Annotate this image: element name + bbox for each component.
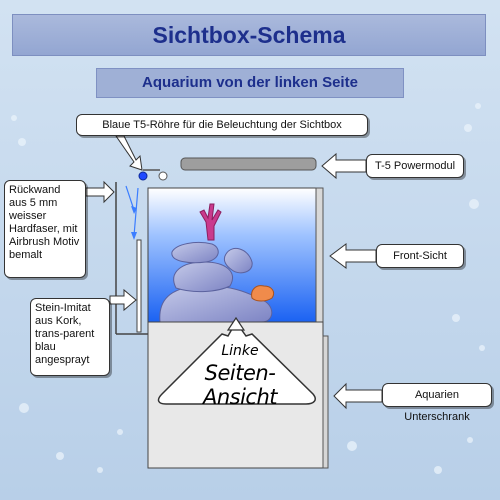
rueckwand-panel [115, 182, 148, 335]
coral-decoration [199, 203, 222, 241]
seitenansicht-line2: Seiten-Ansicht [202, 361, 278, 409]
rueckwand-label: Rückwand aus 5 mm weisser Hardfaser, mit… [4, 180, 86, 278]
anemone-decoration [251, 285, 275, 302]
t5-powermodul-bar [180, 157, 317, 171]
rock-decoration [159, 241, 273, 323]
stein-label: Stein-Imitat aus Kork, trans-parent blau… [30, 298, 110, 376]
subtitle-band [96, 68, 404, 98]
bubbles-decoration [11, 103, 485, 474]
t5-tube-holder [125, 169, 168, 240]
unterschrank-label: Aquarien Unterschrank [382, 383, 492, 423]
seitenansicht-arrow-head [226, 316, 246, 331]
page-title: Sichtbox-Schema [152, 22, 346, 48]
page-subtitle: Aquarium von der linken Seite [142, 74, 358, 91]
seitenansicht-line1: Linke [221, 343, 259, 359]
front-label: Front-Sicht [376, 244, 464, 268]
powermodul-label: T-5 Powermodul [366, 154, 464, 178]
label-arrows [85, 135, 383, 410]
seitenansicht-arrow-box [157, 320, 316, 405]
seitenansicht-label: Linke Seiten-Ansicht [170, 343, 310, 409]
blue-t5-tube [138, 171, 148, 181]
title-band [12, 14, 486, 56]
tube-label: Blaue T5-Röhre für die Beleuchtung der S… [76, 114, 368, 136]
